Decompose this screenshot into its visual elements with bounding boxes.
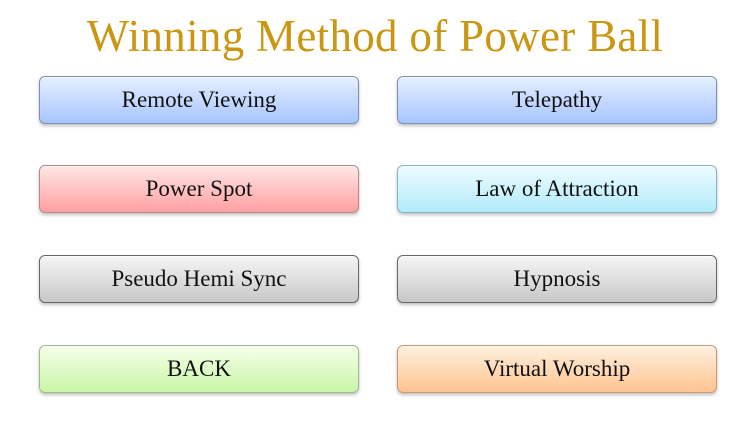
page-title: Winning Method of Power Ball (86, 11, 664, 61)
virtual-worship-button[interactable]: Virtual Worship (397, 345, 717, 393)
hypnosis-button[interactable]: Hypnosis (397, 255, 717, 303)
power-spot-button[interactable]: Power Spot (39, 165, 359, 213)
back-button[interactable]: BACK (39, 345, 359, 393)
law-of-attraction-button[interactable]: Law of Attraction (397, 165, 717, 213)
remote-viewing-button[interactable]: Remote Viewing (39, 76, 359, 124)
telepathy-button[interactable]: Telepathy (397, 76, 717, 124)
pseudo-hemi-sync-button[interactable]: Pseudo Hemi Sync (39, 255, 359, 303)
